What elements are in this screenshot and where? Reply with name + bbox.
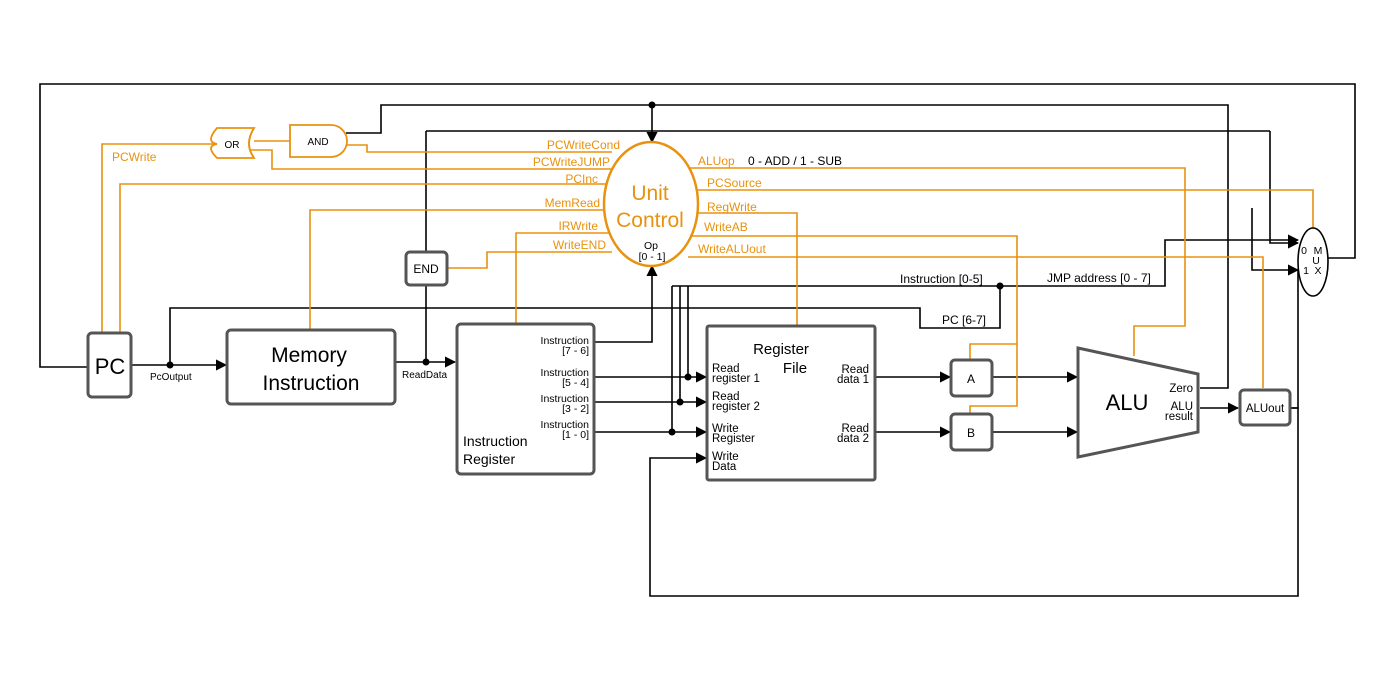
mux-letter-u: U xyxy=(1312,255,1320,267)
aluout-label: ALUout xyxy=(1246,403,1285,415)
ir-port-5-4-b: [5 - 4] xyxy=(562,377,589,389)
wire-jmp-address xyxy=(1000,234,1300,287)
signal-pcwritecond: PCWriteCond xyxy=(547,138,620,152)
wire-labels: PcOutput ReadData Instruction [0-5] JMP … xyxy=(150,271,1151,383)
control-signal-labels: PCWrite PCWriteCond PCWriteJUMP PCInc Me… xyxy=(112,138,842,256)
wire-zero-to-and xyxy=(346,104,1229,389)
pc-source-mux: 0 M U 1 X xyxy=(1297,227,1329,297)
rf-read-data1-a: Read xyxy=(842,364,870,376)
and-label: AND xyxy=(307,137,328,148)
signal-pcwritejump: PCWriteJUMP xyxy=(533,155,610,169)
memory-instruction-block: Memory Instruction xyxy=(225,328,397,406)
alu-result-label-a: ALU xyxy=(1171,401,1193,413)
register-a: A xyxy=(949,358,994,398)
aluout-register: ALUout xyxy=(1238,388,1292,427)
alu-label: ALU xyxy=(1106,390,1149,415)
register-file-block: Register File Read register 1 Read regis… xyxy=(705,324,877,482)
signal-memread: MemRead xyxy=(545,196,600,210)
signal-writeab: WriteAB xyxy=(704,220,748,234)
wire-pc-bits xyxy=(169,285,1001,365)
and-gate: AND xyxy=(289,124,348,158)
rf-read-reg1-b: register 1 xyxy=(712,373,760,385)
unit-control-label-line1: Unit xyxy=(631,182,669,205)
mux-input-1: 1 xyxy=(1303,265,1309,277)
rf-read-data1-b: data 1 xyxy=(837,374,869,386)
wire-label-instruction-0-5: Instruction [0-5] xyxy=(900,272,983,286)
memory-label-line2: Instruction xyxy=(263,372,360,395)
ir-port-5-4-a: Instruction xyxy=(541,367,590,379)
mux-letter-m: M xyxy=(1314,245,1323,257)
ir-label-line2: Register xyxy=(463,451,515,467)
wire-mux-to-pc xyxy=(39,83,1356,368)
unit-op-label: Op xyxy=(644,240,658,252)
rf-write-data-b: Data xyxy=(712,461,737,473)
signal-writealuout: WriteALUout xyxy=(698,242,766,256)
pc-label: PC xyxy=(95,354,126,379)
wire-label-readdata: ReadData xyxy=(402,370,447,381)
ir-port-1-0-a: Instruction xyxy=(541,419,590,431)
ir-label-line1: Instruction xyxy=(463,433,528,449)
signal-pcinc: PCInc xyxy=(565,172,598,186)
memory-label-line1: Memory xyxy=(271,344,347,367)
register-a-label: A xyxy=(967,372,975,386)
ir-port-7-6-b: [7 - 6] xyxy=(562,345,589,357)
ir-port-7-6-a: Instruction xyxy=(541,335,590,347)
end-register: END xyxy=(404,250,449,287)
ir-port-3-2-a: Instruction xyxy=(541,393,590,405)
rf-label-line2: File xyxy=(783,360,807,377)
ir-port-1-0-b: [1 - 0] xyxy=(562,429,589,441)
or-gate: OR xyxy=(210,127,256,159)
ir-port-3-2-b: [3 - 2] xyxy=(562,403,589,415)
signal-pcsource: PCSource xyxy=(707,176,762,190)
rf-label-line1: Register xyxy=(753,341,809,358)
instruction-register-block: Instruction Register Instruction [7 - 6]… xyxy=(455,322,596,476)
rf-read-data2-a: Read xyxy=(842,423,870,435)
wire-op xyxy=(594,264,658,343)
signal-writeend: WriteEND xyxy=(553,238,606,252)
rf-write-reg-b: Register xyxy=(712,433,755,445)
pc-register: PC xyxy=(86,331,133,399)
signal-regwrite: RegWrite xyxy=(707,200,757,214)
rf-write-reg-a: Write xyxy=(712,423,739,435)
signal-irwrite: IRWrite xyxy=(558,219,598,233)
unit-control-label-line2: Control xyxy=(616,209,684,232)
or-label: OR xyxy=(225,140,240,151)
alu-result-label-b: result xyxy=(1165,411,1194,423)
alu-zero-label: Zero xyxy=(1169,383,1193,395)
signal-aluop: ALUop xyxy=(698,154,735,168)
wire-label-pc-6-7: PC [6-7] xyxy=(942,313,986,327)
rf-read-reg1-a: Read xyxy=(712,363,740,375)
control-wires xyxy=(101,140,1314,413)
alu-block: ALU Zero ALU result xyxy=(1076,346,1200,459)
wire-label-pcoutput: PcOutput xyxy=(150,372,192,383)
unit-op-range: [0 - 1] xyxy=(639,251,666,263)
rf-read-reg2-a: Read xyxy=(712,391,740,403)
end-label: END xyxy=(413,262,439,276)
rf-read-data2-b: data 2 xyxy=(837,433,869,445)
datapath-wires xyxy=(39,83,1356,597)
unit-control: Unit Control Op [0 - 1] xyxy=(602,140,700,268)
rf-read-reg2-b: register 2 xyxy=(712,401,760,413)
register-b: B xyxy=(949,412,994,452)
wire-label-jmp-address: JMP address [0 - 7] xyxy=(1047,271,1151,285)
register-b-label: B xyxy=(967,426,975,440)
rf-write-data-a: Write xyxy=(712,451,739,463)
signal-aluop-note: 0 - ADD / 1 - SUB xyxy=(748,154,842,168)
mux-input-0: 0 xyxy=(1301,245,1307,257)
signal-pcwrite: PCWrite xyxy=(112,150,157,164)
mux-letter-x: X xyxy=(1314,265,1321,277)
